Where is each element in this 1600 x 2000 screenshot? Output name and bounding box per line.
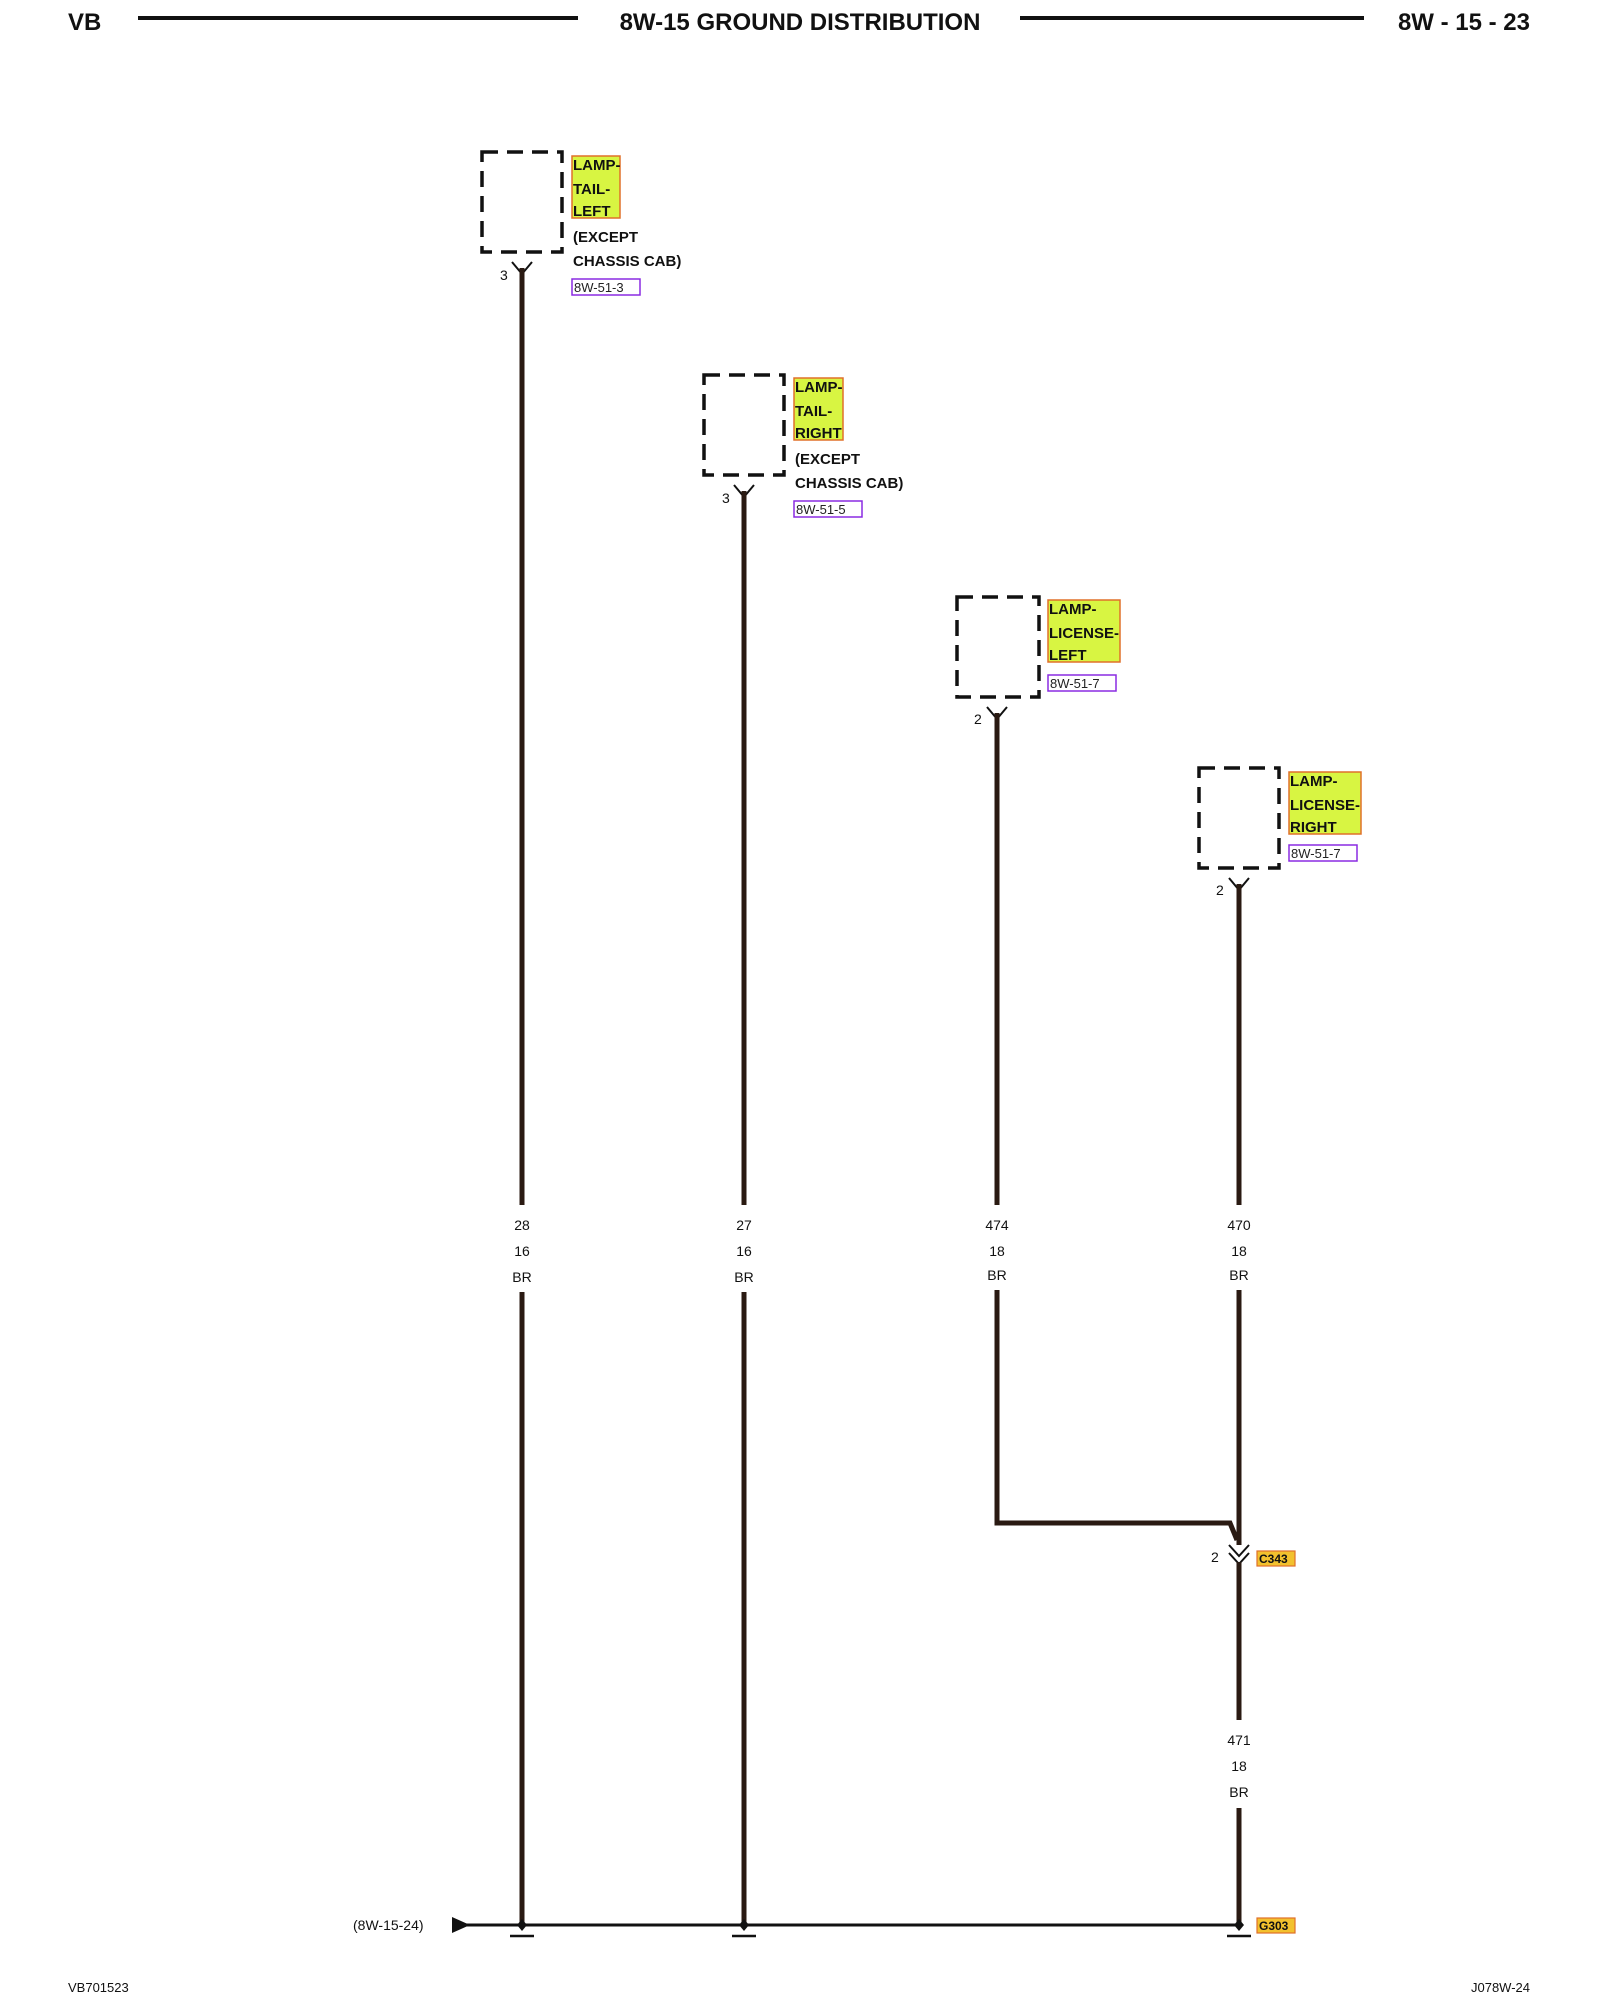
header-page-number: 8W - 15 - 23 (1398, 9, 1530, 36)
component-label-line: LAMP- (795, 379, 843, 396)
component-label-line: RIGHT (795, 425, 842, 442)
continuation-reference[interactable]: (8W-15-24) (353, 1917, 424, 1933)
wire-474-lower[interactable] (994, 1290, 1240, 1541)
pin-number: 2 (1216, 882, 1224, 898)
reference-box (793, 500, 863, 518)
footer-left: VB701523 (68, 1980, 129, 1995)
component-label-line: LEFT (573, 203, 611, 220)
reference-link[interactable]: 8W-51-3 (574, 280, 624, 295)
splice-left (510, 1919, 534, 1938)
pin-number: 2 (974, 711, 982, 727)
component-label-line: LAMP- (1049, 601, 1097, 618)
ground-name: G303 (1259, 1919, 1289, 1933)
component-label-line: RIGHT (1290, 819, 1337, 836)
component-label-line: LAMP- (1290, 773, 1338, 790)
wire-gauge-label: 16 (736, 1243, 752, 1259)
connector-c343[interactable]: 2 C343 (1211, 1544, 1296, 1567)
reference-box (571, 278, 641, 296)
reference-box (1047, 674, 1117, 692)
component-note-line: CHASSIS CAB) (573, 253, 681, 270)
wire-color-label: BR (987, 1267, 1006, 1283)
wire-gauge-label: 18 (989, 1243, 1005, 1259)
component-label-line: LAMP- (573, 157, 621, 174)
wire-gauge-label: 18 (1231, 1243, 1247, 1259)
pin-number: 3 (500, 267, 508, 283)
component-box (702, 373, 786, 477)
wire-color-label: BR (512, 1269, 531, 1285)
reference-link[interactable]: 8W-51-7 (1050, 676, 1100, 691)
reference-link[interactable]: 8W-51-7 (1291, 846, 1341, 861)
component-lamp-license-left[interactable]: LAMP- LICENSE- LEFT 8W-51-7 2 (955, 595, 1121, 727)
component-label-highlight (793, 377, 844, 441)
component-lamp-license-right[interactable]: LAMP- LICENSE- RIGHT 8W-51-7 2 (1197, 766, 1362, 898)
page-title: 8W-15 GROUND DISTRIBUTION (620, 9, 981, 36)
pin-number: 3 (722, 490, 730, 506)
splice-dot-icon (517, 1919, 527, 1931)
component-label-line: TAIL- (573, 181, 610, 198)
connector-tag (1256, 1550, 1296, 1567)
wire-circuit-label: 28 (514, 1217, 530, 1233)
component-lamp-tail-right[interactable]: LAMP- TAIL- RIGHT (EXCEPT CHASSIS CAB) 8… (702, 373, 903, 518)
component-note-line: CHASSIS CAB) (795, 475, 903, 492)
component-box (1197, 766, 1281, 870)
component-note-line: (EXCEPT (795, 451, 860, 468)
wire-circuit-label: 471 (1227, 1732, 1251, 1748)
reference-box (1288, 844, 1358, 862)
ground-tag (1256, 1917, 1296, 1934)
component-box (955, 595, 1041, 699)
component-label-highlight (1288, 771, 1362, 835)
component-label-line: TAIL- (795, 403, 832, 420)
continuation-arrow-icon (452, 1917, 470, 1933)
wire-circuit-label: 470 (1227, 1217, 1251, 1233)
splice-dot-icon (739, 1919, 749, 1931)
wire-circuit-label: 474 (985, 1217, 1009, 1233)
wire-color-label: BR (1229, 1784, 1248, 1800)
splice-middle (732, 1919, 756, 1938)
component-lamp-tail-left[interactable]: LAMP- TAIL- LEFT (EXCEPT CHASSIS CAB) 8W… (480, 150, 681, 296)
component-label-line: LICENSE- (1049, 625, 1119, 642)
footer-right: J078W-24 (1471, 1980, 1530, 1995)
wire-color-label: BR (1229, 1267, 1248, 1283)
component-box (480, 150, 564, 254)
component-label-line: LEFT (1049, 647, 1087, 664)
component-label-line: LICENSE- (1290, 797, 1360, 814)
wire-circuit-label: 27 (736, 1217, 752, 1233)
connector-pin-number: 2 (1211, 1549, 1219, 1565)
component-label-highlight (571, 155, 621, 219)
component-label-highlight (1047, 599, 1121, 663)
connector-name: C343 (1259, 1552, 1288, 1566)
component-note-line: (EXCEPT (573, 229, 638, 246)
reference-link[interactable]: 8W-51-5 (796, 502, 846, 517)
splice-dot-icon (1234, 1919, 1244, 1931)
wire-gauge-label: 18 (1231, 1758, 1247, 1774)
connector-pin-icon (1228, 1544, 1250, 1558)
wire-gauge-label: 16 (514, 1243, 530, 1259)
ground-g303[interactable]: G303 (1227, 1917, 1296, 1938)
wire-color-label: BR (734, 1269, 753, 1285)
header-left: VB (68, 9, 101, 36)
